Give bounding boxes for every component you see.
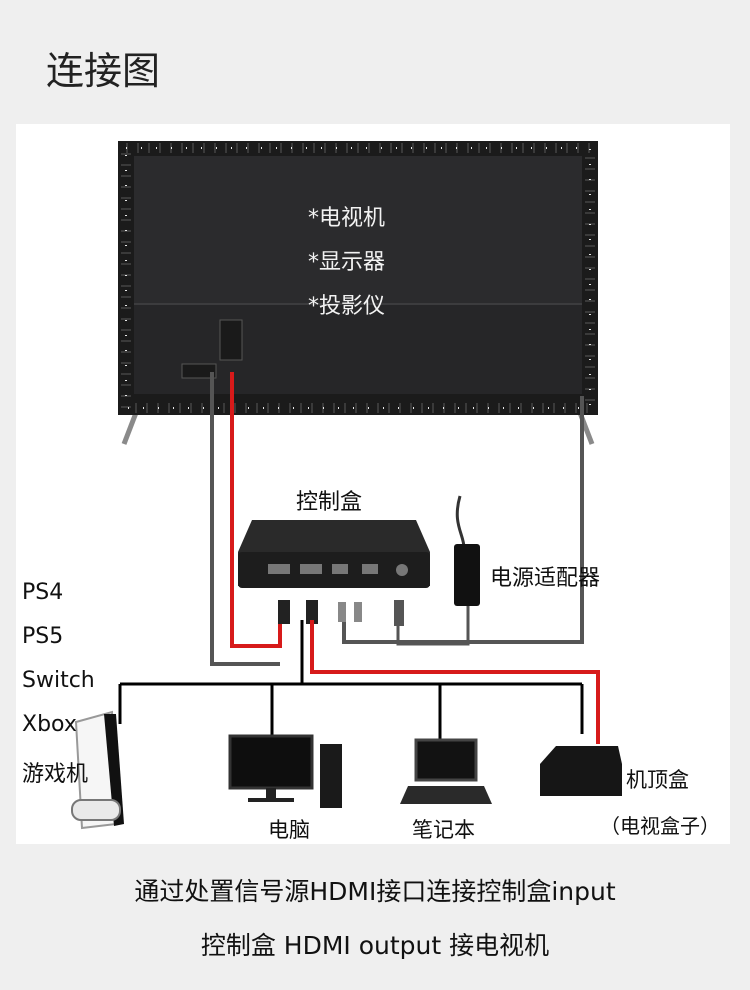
laptop-base [400, 786, 492, 804]
tv-label-monitor: *显示器 [308, 250, 386, 275]
tv-hdmi-port [181, 363, 217, 379]
tv-lower-panel [134, 304, 582, 394]
laptop-screen [414, 738, 478, 782]
page-title: 连接图 [46, 49, 161, 93]
led-strip [121, 143, 595, 413]
power-adapter [454, 544, 480, 606]
connection-diagram: *电视机 *显示器 *投影仪 控制盒 电源适配器 PS4 PS5 Switch … [16, 124, 730, 844]
pc-tower [320, 744, 342, 808]
tv-port-panel [219, 319, 243, 361]
set-top-box [540, 746, 622, 796]
console-xbox: Xbox [22, 712, 77, 737]
tv-label-tv: *电视机 [308, 206, 386, 231]
footer-line-2: 控制盒 HDMI output 接电视机 [200, 931, 550, 960]
adapter-label: 电源适配器 [490, 566, 601, 591]
footer-line-1: 通过处置信号源HDMI接口连接控制盒input [134, 877, 616, 906]
console-ps4: PS4 [22, 580, 64, 605]
controller-label: 控制盒 [296, 490, 363, 515]
hdmi-output-line [230, 372, 282, 648]
device-stb-label: 机顶盒 [626, 768, 689, 792]
tv-cable-gray [210, 372, 280, 666]
hdmi-input-line [310, 620, 600, 744]
console-switch: Switch [22, 668, 95, 693]
game-controller [71, 799, 121, 821]
console-generic: 游戏机 [22, 762, 89, 787]
pc-monitor [228, 734, 314, 790]
console-ps5: PS5 [22, 624, 64, 649]
device-laptop-label: 笔记本 [412, 818, 475, 842]
device-stb-sublabel: （电视盒子） [600, 814, 720, 838]
tv-cable-right [342, 396, 584, 644]
diagram-drawing [71, 141, 622, 830]
tv-label-projector: *投影仪 [308, 294, 386, 319]
device-pc-label: 电脑 [268, 818, 310, 842]
